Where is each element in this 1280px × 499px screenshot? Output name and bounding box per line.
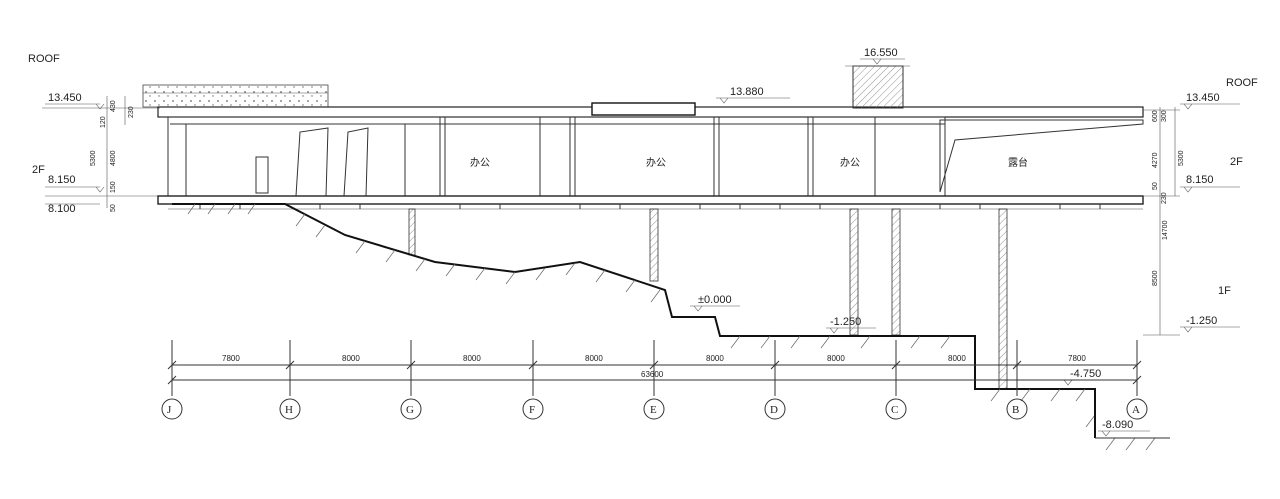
svg-text:A: A — [1132, 404, 1140, 416]
span-total: 63600 — [641, 370, 664, 379]
level-2f-right: 8.150 — [1186, 174, 1214, 186]
axis-bubble-b: B — [1006, 398, 1028, 420]
room-office-3: 办公 — [840, 156, 860, 169]
glazing-panel — [295, 127, 329, 197]
column-g — [408, 208, 416, 256]
level-zero: ±0.000 — [698, 294, 732, 306]
svg-text:B: B — [1012, 404, 1019, 416]
level-2f-left: 8.150 — [48, 174, 76, 186]
dim-right-300: 300 — [1161, 110, 1168, 122]
dim-right-14700: 14700 — [1162, 220, 1169, 240]
level-2f-left-lower: 8.100 — [48, 203, 76, 215]
svg-text:G: G — [406, 404, 414, 416]
skylight — [591, 102, 696, 116]
level-minus-1250-center: -1.250 — [830, 316, 861, 328]
roof-right-label: ROOF — [1226, 77, 1258, 89]
axis-bubble-j: J — [161, 398, 183, 420]
level-16550: 16.550 — [864, 47, 898, 59]
axis-bubble-e: E — [643, 398, 665, 420]
dim-right-4270: 4270 — [1152, 152, 1159, 168]
level-triangle-icon — [829, 327, 839, 334]
floor-slab-2f — [157, 195, 1144, 205]
dim-left-5300: 5300 — [90, 150, 97, 166]
chimney — [852, 65, 904, 109]
svg-text:F: F — [529, 404, 535, 416]
terrain-profile — [172, 203, 1096, 410]
dim-right-8500: 8500 — [1152, 270, 1159, 286]
level-13880: 13.880 — [730, 86, 764, 98]
svg-text:C: C — [891, 404, 898, 416]
dim-left-430: 430 — [110, 100, 117, 112]
dim-left-120: 120 — [100, 116, 107, 128]
floor2-right-label: 2F — [1230, 156, 1243, 168]
span-h-g: 8000 — [342, 354, 360, 363]
dim-right-5300: 5300 — [1178, 150, 1185, 166]
svg-text:D: D — [770, 404, 778, 416]
axis-bubble-g: G — [400, 398, 422, 420]
level-roof-left: 13.450 — [48, 92, 82, 104]
span-e-d: 8000 — [706, 354, 724, 363]
level-minus-1250-right: -1.250 — [1186, 315, 1217, 327]
room-office-1: 办公 — [470, 156, 490, 169]
dim-left-4800: 4800 — [110, 150, 117, 166]
glazing-panel — [343, 127, 369, 197]
terrace-canopy — [939, 119, 1144, 193]
door — [255, 156, 269, 194]
span-b-a: 7800 — [1068, 354, 1086, 363]
span-f-e: 8000 — [585, 354, 603, 363]
level-triangle-icon — [95, 186, 105, 193]
level-triangle-icon — [1101, 430, 1111, 437]
span-c-b: 8000 — [948, 354, 966, 363]
axis-bubble-h: H — [279, 398, 301, 420]
dim-left-150: 150 — [110, 181, 117, 193]
axis-bubble-c: C — [885, 398, 907, 420]
svg-text:H: H — [285, 404, 293, 416]
level-minus-4750: -4.750 — [1070, 368, 1101, 380]
room-office-2: 办公 — [646, 156, 666, 169]
axis-bubble-d: D — [764, 398, 786, 420]
span-j-h: 7800 — [222, 354, 240, 363]
level-triangle-icon — [95, 103, 105, 110]
level-triangle-icon — [1063, 379, 1073, 386]
level-minus-8090: -8.090 — [1102, 419, 1133, 431]
axis-bubble-f: F — [522, 398, 544, 420]
level-roof-right: 13.450 — [1186, 92, 1220, 104]
level-triangle-icon — [1183, 103, 1193, 110]
svg-text:E: E — [650, 404, 657, 416]
roof-garden — [142, 84, 329, 108]
floor1-label: 1F — [1218, 285, 1231, 297]
level-triangle-icon — [1183, 186, 1193, 193]
column-e — [649, 208, 659, 282]
roof-left-label: ROOF — [28, 53, 60, 65]
level-triangle-icon — [1183, 326, 1193, 333]
column-b — [998, 208, 1008, 390]
span-g-f: 8000 — [463, 354, 481, 363]
terrain-hatch — [187, 203, 1156, 451]
span-d-c: 8000 — [827, 354, 845, 363]
svg-text:J: J — [167, 404, 172, 416]
room-terrace: 露台 — [1008, 156, 1028, 169]
level-triangle-icon — [872, 58, 882, 65]
column-c-right — [891, 208, 901, 336]
floor2-left-label: 2F — [32, 164, 45, 176]
level-triangle-icon — [719, 97, 729, 104]
axis-bubble-a: A — [1126, 398, 1148, 420]
slab-hangers — [199, 204, 1101, 209]
level-triangle-icon — [693, 305, 703, 312]
dim-right-50: 50 — [1152, 182, 1159, 190]
dim-left-230: 230 — [128, 106, 135, 118]
dim-right-600: 600 — [1152, 110, 1159, 122]
dim-left-50: 50 — [110, 204, 117, 212]
grid-ticks — [167, 340, 1142, 396]
dim-right-230: 230 — [1161, 192, 1168, 204]
